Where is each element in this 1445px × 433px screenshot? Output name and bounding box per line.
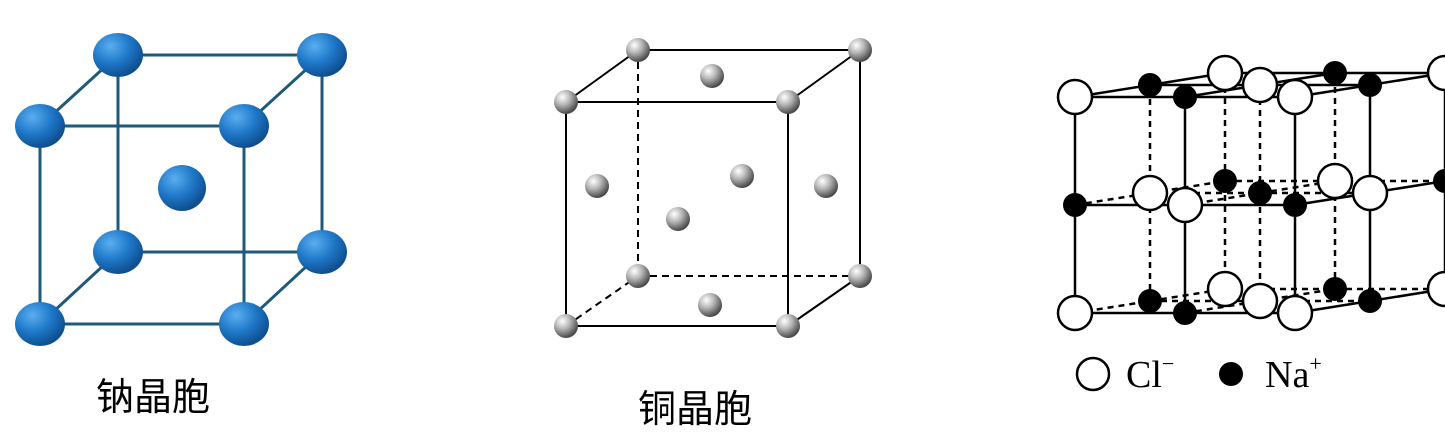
chloride-legend-marker: [1075, 356, 1111, 392]
sodium-atoms: [15, 33, 347, 346]
lattice-line: [1074, 191, 1151, 207]
nacl-legend: Cl− Na+: [1075, 351, 1322, 396]
chloride-ion: [1206, 270, 1244, 308]
copper-atom-face: [585, 174, 609, 198]
chloride-ion: [1056, 294, 1094, 332]
sodium-ion: [1358, 73, 1382, 97]
chloride-ion: [1276, 294, 1314, 332]
lattice-line: [1149, 287, 1226, 303]
sodium-ion: [1433, 169, 1445, 193]
sodium-legend-label: Na+: [1265, 351, 1322, 396]
copper-atom-face: [814, 174, 838, 198]
copper-atoms: [554, 38, 872, 338]
chloride-ion: [1351, 174, 1389, 212]
sodium-ion: [1173, 301, 1197, 325]
sodium-atom: [93, 33, 143, 77]
chloride-ion: [1241, 282, 1279, 320]
chloride-ion: [1426, 54, 1445, 92]
copper-atom: [776, 314, 800, 338]
sodium-atom: [219, 104, 269, 148]
chloride-ion: [1131, 174, 1169, 212]
nacl-atoms: [1056, 54, 1445, 332]
copper-atom: [776, 90, 800, 114]
sodium-ion: [1358, 289, 1382, 313]
sodium-atom: [297, 33, 347, 77]
sodium-ion: [1213, 169, 1237, 193]
chloride-ion: [1206, 54, 1244, 92]
chloride-ion: [1056, 78, 1094, 116]
sodium-atom: [15, 302, 65, 346]
sodium-atom: [93, 230, 143, 274]
chloride-legend-label: Cl−: [1126, 351, 1174, 396]
copper-cell-edges: [565, 49, 861, 327]
sodium-atom-center: [158, 165, 206, 211]
copper-atom: [626, 38, 650, 62]
chloride-ion: [1166, 186, 1204, 224]
sodium-ion: [1323, 277, 1347, 301]
copper-atom: [848, 264, 872, 288]
copper-cell-caption: 铜晶胞: [638, 387, 753, 431]
copper-atom-face: [700, 64, 724, 88]
sodium-legend-marker: [1219, 362, 1243, 386]
copper-atom: [848, 38, 872, 62]
chloride-ion: [1426, 270, 1445, 308]
chloride-ion: [1276, 78, 1314, 116]
sodium-cell: [15, 33, 347, 346]
copper-atom-face: [666, 207, 690, 231]
sodium-ion: [1063, 193, 1087, 217]
sodium-cell-caption: 钠晶胞: [96, 375, 211, 419]
sodium-ion: [1248, 181, 1272, 205]
sodium-ion: [1283, 193, 1307, 217]
chloride-ion: [1316, 162, 1354, 200]
sodium-ion: [1323, 61, 1347, 85]
copper-cell: [554, 38, 872, 338]
lattice-line: [1259, 179, 1336, 195]
copper-atom-face: [698, 293, 722, 317]
copper-atom: [626, 264, 650, 288]
copper-atom: [554, 314, 578, 338]
sodium-ion: [1138, 289, 1162, 313]
sodium-ion: [1138, 73, 1162, 97]
copper-atom-face: [730, 164, 754, 188]
sodium-atom: [297, 230, 347, 274]
chloride-ion: [1241, 66, 1279, 104]
copper-atom: [554, 90, 578, 114]
sodium-atom: [219, 302, 269, 346]
sodium-atom: [15, 104, 65, 148]
sodium-ion: [1173, 85, 1197, 109]
